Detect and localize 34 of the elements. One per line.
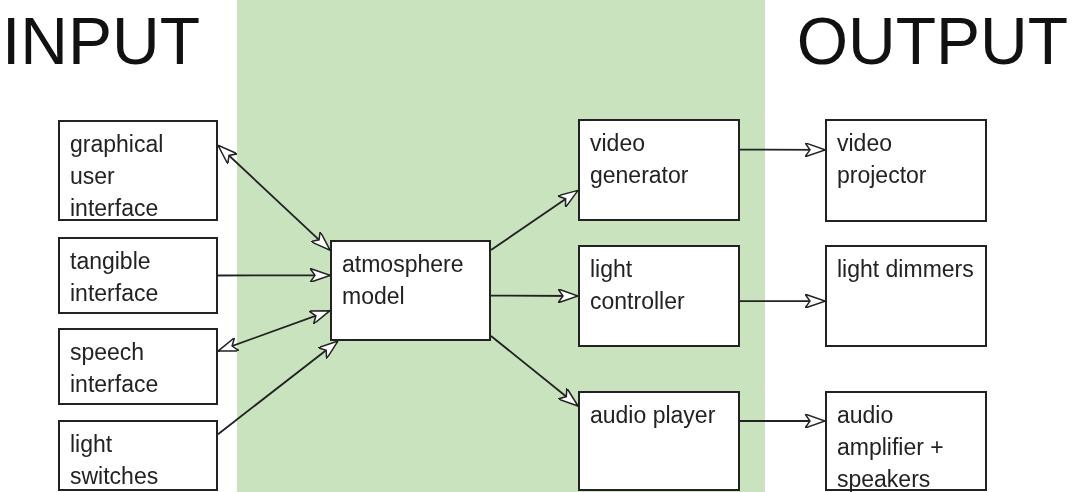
box-label: light switches (70, 430, 160, 491)
process-box (58, 328, 218, 405)
arrow (490, 288, 579, 304)
arrow (490, 189, 579, 251)
section-heading: INPUT (2, 6, 200, 76)
box-label: speech interface (70, 338, 160, 399)
arrow (217, 309, 331, 352)
arrow (217, 267, 331, 284)
process-box (58, 420, 218, 491)
arrow (490, 335, 579, 407)
process-box (578, 119, 740, 221)
process-box (330, 240, 491, 341)
process-box (825, 391, 987, 491)
box-label: light controller (590, 255, 686, 316)
section-heading: OUTPUT (796, 6, 1068, 76)
arrow (739, 293, 826, 309)
process-box (578, 391, 740, 491)
arrow (217, 144, 331, 251)
box-label: video projector (837, 129, 928, 190)
box-label: graphical user interface (70, 130, 165, 223)
process-box (825, 119, 987, 222)
process-box (825, 245, 987, 347)
box-label: audio player (590, 401, 717, 430)
box-label: tangible interface (70, 247, 160, 308)
process-box (578, 245, 740, 347)
box-label: video generator (590, 129, 690, 190)
arrow (217, 340, 339, 436)
box-label: atmosphere model (342, 250, 465, 311)
arrow (739, 413, 826, 429)
process-box (58, 237, 218, 314)
box-label: light dimmers (837, 255, 975, 284)
box-label: audio amplifier + speakers (837, 401, 945, 492)
process-box (58, 120, 218, 221)
arrow (739, 142, 826, 158)
